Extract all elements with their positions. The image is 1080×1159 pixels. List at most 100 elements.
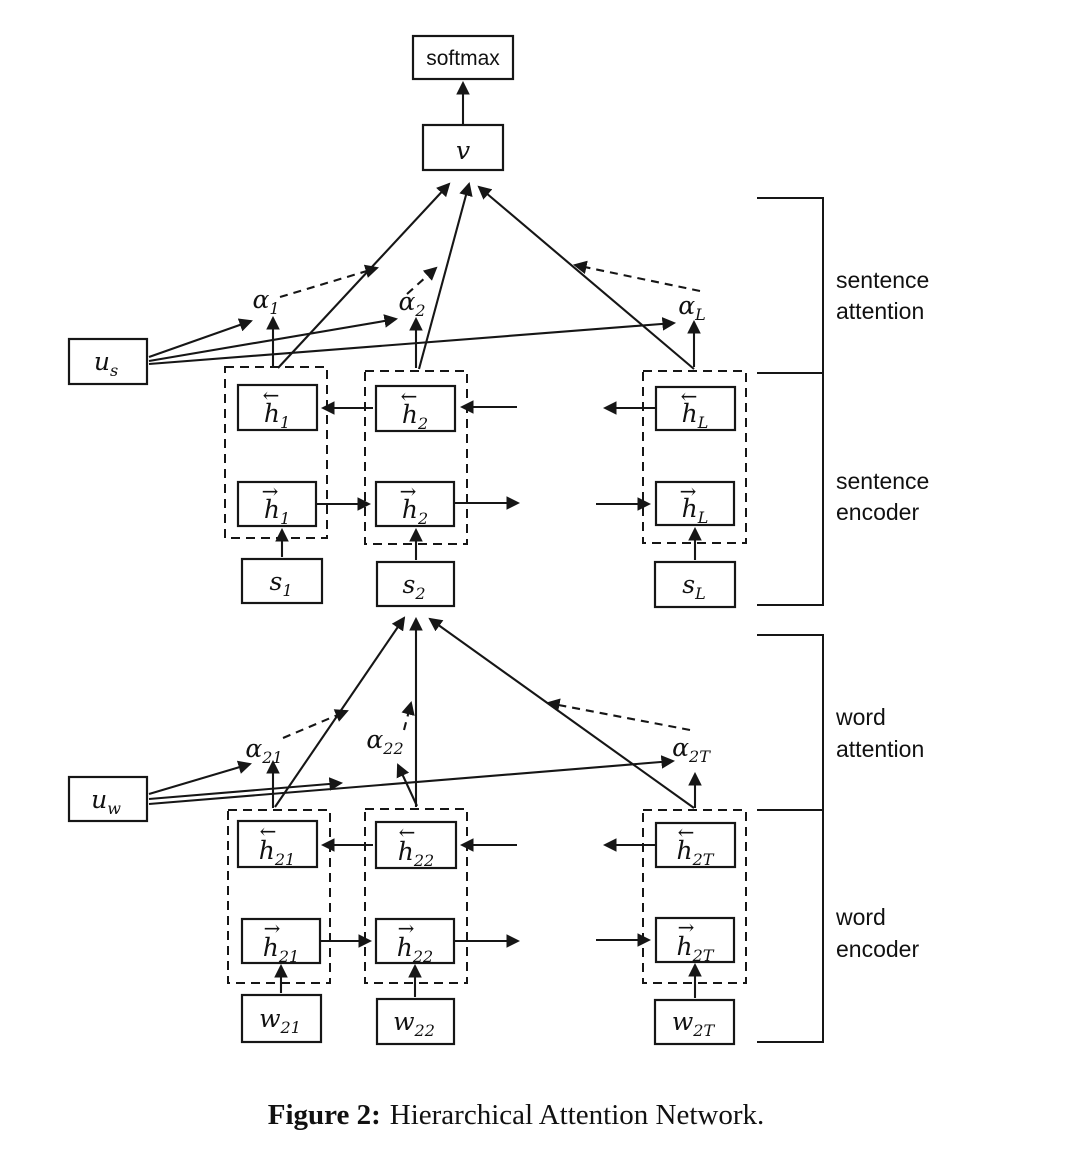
left-arrow-over-h: ← [681, 384, 698, 408]
dashed-arrow-alpha21 [282, 709, 349, 739]
word-forward-h-21: → h21 [240, 916, 322, 966]
h-back-21-box [236, 819, 319, 869]
h-fwd-2-box [374, 480, 456, 528]
arrow-us-to-alphaL [148, 317, 677, 366]
sentence-encoder-bracket-label: sentence encoder [836, 468, 929, 525]
dashed-arrow-alpha1 [279, 264, 379, 299]
sentence-forward-h-2: → h2 [374, 479, 456, 528]
word-input-w21: w21 [240, 993, 323, 1044]
uw-box [67, 775, 149, 823]
sentence-forward-h-1: → h1 [236, 479, 318, 528]
h-fwd-L-box [654, 480, 736, 527]
document-vector-node: v [421, 123, 505, 172]
us-box [67, 337, 149, 386]
softmax-label: softmax [426, 47, 500, 70]
w2T-box [653, 998, 736, 1046]
svg-text:h1: h1 [264, 495, 290, 528]
svg-text:word: word [835, 704, 886, 730]
w22-box [375, 997, 456, 1046]
word-attention-lines [148, 616, 702, 809]
word-colT-dashed-box [642, 809, 747, 984]
word-input-w22: w22 [375, 997, 456, 1046]
arrow-sent-col1-to-v [277, 182, 451, 369]
svg-text:h22: h22 [398, 837, 434, 870]
word-alpha-22-label: α22 [366, 725, 403, 758]
word-input-w2T: w2T [653, 998, 736, 1046]
sentence-alpha-1-label: α1 [252, 285, 279, 318]
doc-vector-box [421, 123, 505, 172]
dashed-arrow-alphaL [572, 260, 701, 293]
svg-text:encoder: encoder [836, 499, 919, 525]
svg-text:attention: attention [836, 736, 924, 762]
h-fwd-2T-box [654, 916, 736, 964]
arrow-sent-colL-to-v [477, 185, 695, 370]
svg-text:h2T: h2T [677, 932, 715, 965]
svg-text:word: word [835, 904, 886, 930]
sentence-input-sL: sL [653, 560, 737, 609]
doc-vector-label: v [456, 136, 470, 165]
arrow-word-col2-to-alpha22 [396, 763, 418, 807]
us-label: us [94, 347, 118, 380]
svg-text:sentence: sentence [836, 468, 929, 494]
word-attention-bracket-label: word attention [835, 704, 924, 762]
softmax-node: softmax [411, 34, 515, 81]
word-col2-dashed-box [364, 808, 468, 984]
sentence-input-s2: s2 [375, 560, 456, 608]
h-back-1-box [236, 383, 319, 432]
svg-text:h2: h2 [402, 400, 428, 433]
arrow-us-to-alpha1 [148, 318, 253, 358]
svg-text:w22: w22 [393, 1007, 435, 1040]
svg-text:sL: sL [682, 570, 705, 603]
word-backward-h-22: ← h22 [374, 820, 458, 870]
w21-box [240, 993, 323, 1044]
word-backward-h-21: ← h21 [236, 819, 319, 869]
h-back-2-box [374, 384, 457, 433]
sentence-backward-h-1: ← h1 [236, 383, 319, 432]
sL-box [653, 560, 737, 609]
right-arrow-over-h: → [680, 479, 697, 503]
svg-text:sentence: sentence [836, 267, 929, 293]
dashed-arrow-alpha2T [545, 698, 691, 732]
svg-text:h22: h22 [397, 933, 433, 966]
svg-text:h2: h2 [402, 495, 428, 528]
right-arrow-over-h: → [262, 479, 279, 503]
svg-text:h2T: h2T [677, 836, 715, 869]
h-back-2T-box [654, 821, 737, 869]
word-section-bracket [757, 634, 824, 1043]
arrow-uw-to-alpha2T [148, 755, 676, 806]
dashed-arrow-alpha22 [401, 701, 415, 731]
arrow-uw-to-alpha22 [148, 777, 344, 801]
svg-text:s2: s2 [402, 570, 425, 603]
svg-text:hL: hL [682, 494, 709, 527]
h-fwd-1-box [236, 480, 318, 528]
right-arrow-over-h: → [398, 916, 415, 940]
word-forward-h-2T: → h2T [654, 915, 736, 965]
arrow-uw-to-alpha21 [148, 760, 252, 796]
right-arrow-over-h: → [400, 479, 417, 503]
dashed-arrow-alpha2 [406, 266, 438, 295]
svg-text:s1: s1 [269, 567, 292, 600]
h-fwd-21-box [240, 917, 322, 965]
svg-text:h21: h21 [263, 933, 299, 966]
figure-caption: Figure 2:Hierarchical Attention Network. [268, 1099, 764, 1131]
word-encoder-bracket-label: word encoder [835, 904, 919, 962]
svg-text:w2T: w2T [672, 1007, 716, 1040]
arrow-word-col1-to-s2 [274, 616, 406, 808]
word-col1-dashed-box [227, 809, 331, 984]
h-back-L-box [654, 385, 737, 432]
h-back-22-box [374, 820, 458, 870]
sentence-section-bracket [757, 197, 824, 606]
sentence-input-s1: s1 [240, 557, 324, 605]
s2-box [375, 560, 456, 608]
word-context-node: uw [67, 775, 149, 823]
svg-text:attention: attention [836, 298, 924, 324]
sentence-attention-lines [148, 182, 701, 370]
sentence-context-node: us [67, 337, 149, 386]
sentence-colL-dashed-box [642, 370, 747, 544]
word-alpha-2T-label: α2T [672, 733, 711, 766]
sentence-forward-h-L: → hL [654, 479, 736, 527]
left-arrow-over-h: ← [399, 820, 416, 844]
sentence-attention-bracket-label: sentence attention [836, 267, 929, 324]
